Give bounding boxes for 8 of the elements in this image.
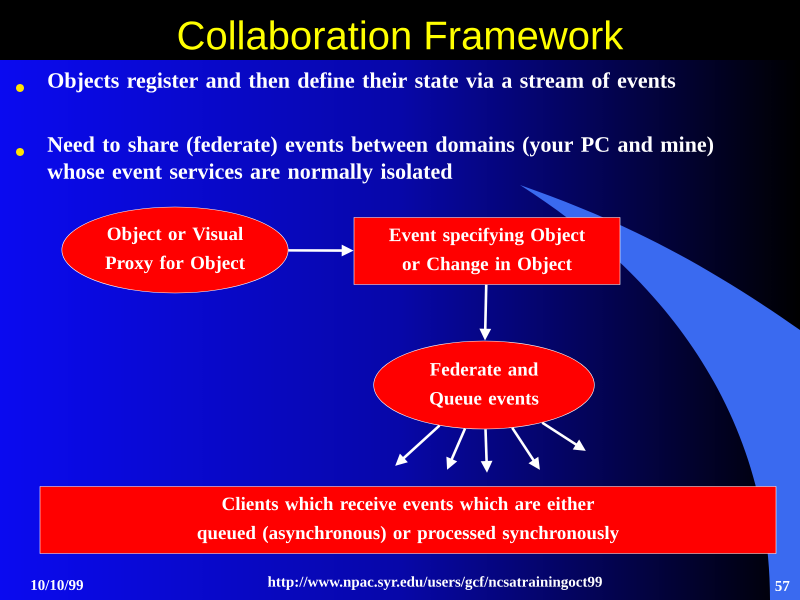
page-number: 57 [775,581,790,591]
bullet-text: Need to share (federate) events between domains (your PC and mine) whose event services are normally isolated [47,136,714,184]
process-box: Clients which receive events which are either queued (asynchronous) or processed synchronously [40,486,776,554]
title: Collaboration Framework [178,20,624,50]
url-text: http://www.npac.syr.edu/users/gcf/ncsatrainingoct99 [268,576,602,590]
date-text: 10/10/99 [31,580,83,590]
process-box: Event specifying Object or Change in Object [354,217,620,285]
bullet-text: Objects register and then define their state via a stream of events [48,72,676,93]
